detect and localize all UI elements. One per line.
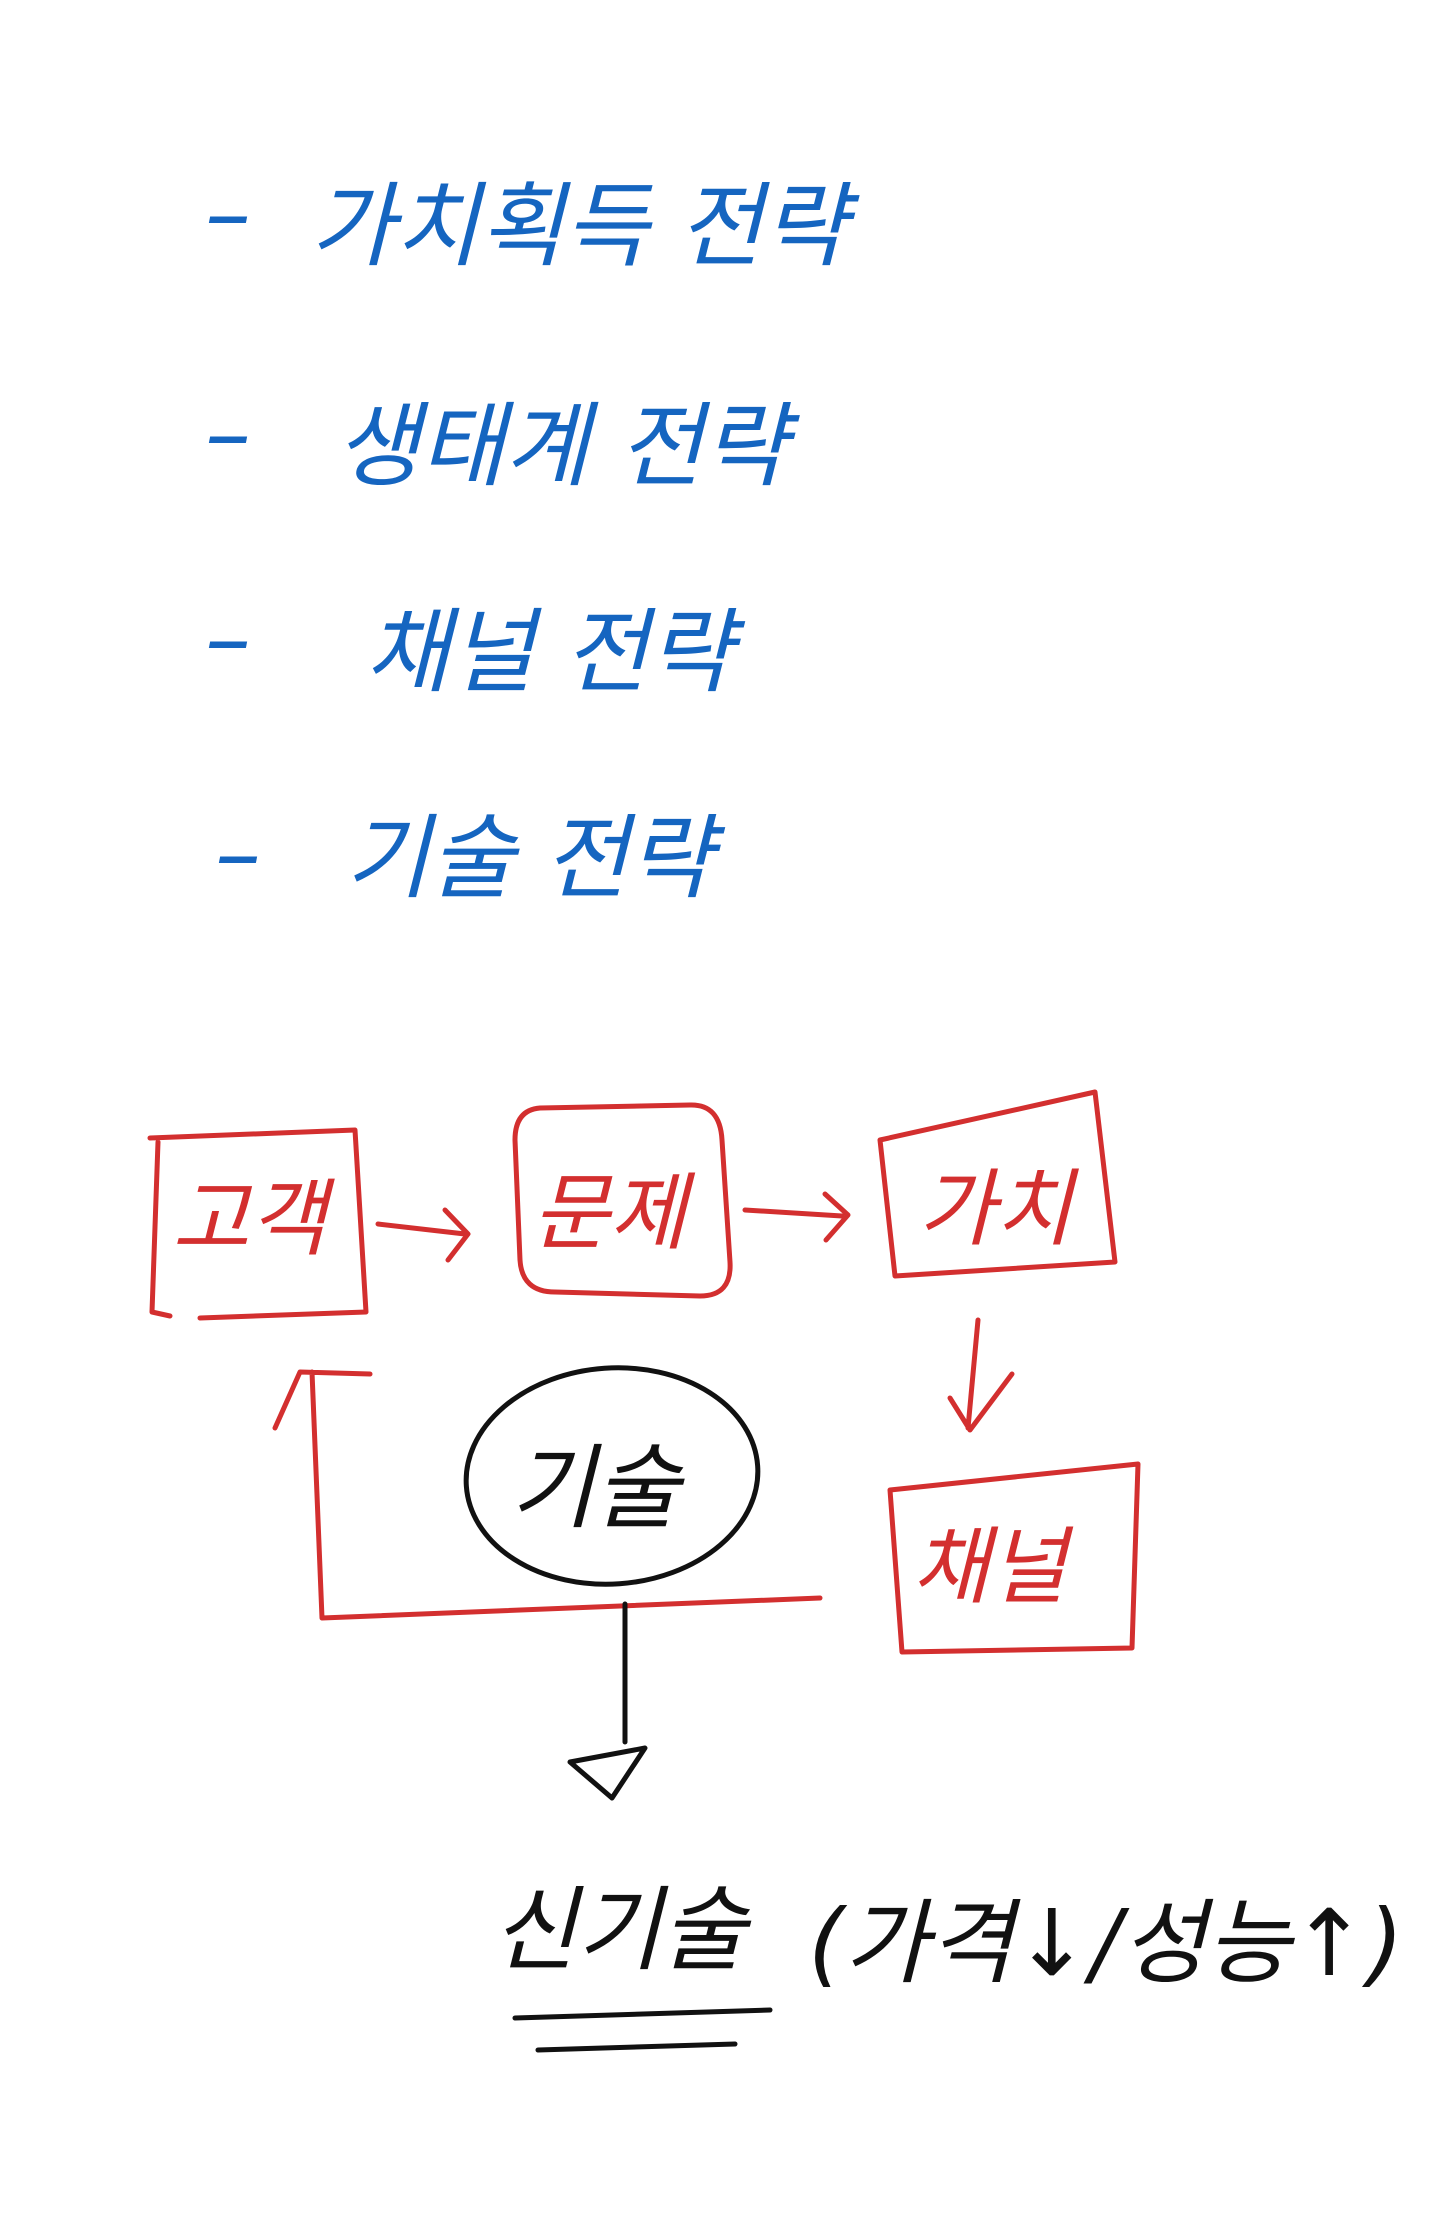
result-qualifier: (가격↓/성능↑) — [808, 1890, 1404, 1997]
result-block: 신기술 (가격↓/성능↑) — [492, 1877, 1404, 2053]
list-item-technology: – 기술 전략 — [215, 800, 726, 912]
arrow-channel-to-customer-loop — [272, 1369, 823, 1621]
arrow-problem-to-value — [742, 1191, 851, 1243]
box-problem-label: 문제 — [532, 1164, 695, 1262]
arrow-value-to-channel — [947, 1317, 1015, 1433]
list-bullet: – — [205, 380, 251, 487]
list-item-label: 생태계 전략 — [335, 393, 801, 500]
business-model-diagram: 고객 문제 가치 채널 — [147, 1089, 1141, 1655]
box-channel: 채널 — [887, 1461, 1141, 1655]
arrow-customer-to-problem — [375, 1207, 471, 1263]
arrow-technology-to-result — [567, 1601, 648, 1801]
box-value-outline — [877, 1089, 1118, 1279]
list-bullet: – — [205, 585, 251, 692]
technology-node: 기술 — [463, 1365, 761, 1801]
box-channel-outline — [887, 1461, 1141, 1655]
box-value: 가치 — [877, 1089, 1118, 1279]
box-problem-outline — [512, 1102, 733, 1299]
box-channel-label: 채널 — [912, 1518, 1074, 1616]
result-double-underline — [512, 2007, 773, 2053]
box-problem: 문제 — [512, 1102, 733, 1299]
box-customer-label: 고객 — [172, 1170, 335, 1268]
list-item-label: 기술 전략 — [345, 805, 726, 912]
box-customer: 고객 — [147, 1127, 369, 1321]
box-value-label: 가치 — [918, 1160, 1079, 1258]
list-item-label: 채널 전략 — [365, 599, 746, 706]
technology-circle — [463, 1365, 761, 1587]
box-customer-outline — [147, 1127, 369, 1321]
list-item-value-capture: – 가치획득 전략 — [205, 160, 860, 280]
technology-label: 기술 — [510, 1435, 686, 1542]
list-item-ecosystem: – 생태계 전략 — [205, 380, 801, 500]
result-label: 신기술 — [492, 1877, 752, 1984]
list-bullet: – — [215, 800, 261, 907]
list-item-channel: – 채널 전략 — [205, 585, 746, 706]
strategy-list: – 가치획득 전략 – 생태계 전략 – 채널 전략 – 기술 전략 — [205, 160, 860, 912]
list-item-label: 가치획득 전략 — [310, 173, 860, 280]
list-bullet: – — [205, 160, 251, 267]
